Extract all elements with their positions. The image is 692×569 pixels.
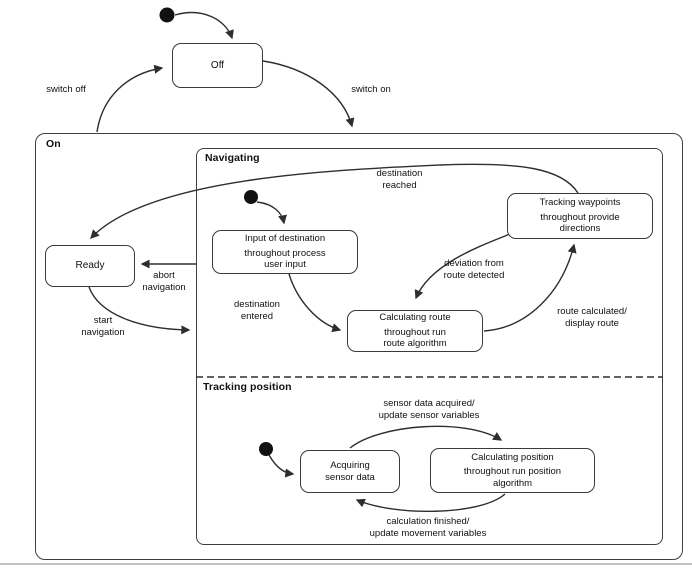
label-abort-navigation: abort navigation xyxy=(142,270,186,294)
composite-state-on xyxy=(35,133,683,560)
state-acquiring-sensor-data: Acquiring sensor data xyxy=(300,450,400,493)
label-destination-reached: destination reached xyxy=(376,168,423,192)
state-tracking-waypoints-name: Tracking waypoints xyxy=(539,197,621,209)
label-destination-entered: destination entered xyxy=(234,299,280,323)
page-bottom-rule xyxy=(0,563,692,565)
state-tracking-waypoints-activity: throughout provide directions xyxy=(540,211,620,235)
state-input-of-destination-name: Input of destination xyxy=(244,233,326,245)
label-deviation-from-route: deviation from route detected xyxy=(443,258,505,282)
initial-transition-to-off-arrow xyxy=(174,11,234,40)
label-sensor-data-acquired: sensor data acquired/ update sensor vari… xyxy=(378,398,480,422)
label-route-calculated: route calculated/ display route xyxy=(557,306,627,330)
initial-state-icon xyxy=(159,7,175,23)
state-calculating-position-activity: throughout run position algorithm xyxy=(463,466,562,489)
state-acquiring-sensor-data-name: Acquiring sensor data xyxy=(325,460,375,483)
state-calculating-route: Calculating route throughout run route a… xyxy=(347,310,483,352)
region-label-on: On xyxy=(46,138,61,150)
region-label-tracking-position: Tracking position xyxy=(203,381,292,393)
state-calculating-position: Calculating position throughout run posi… xyxy=(430,448,595,493)
state-calculating-route-name: Calculating route xyxy=(379,312,451,324)
switch-off-arrow xyxy=(96,64,164,133)
state-calculating-route-activity: throughout run route algorithm xyxy=(383,326,447,350)
label-calculation-finished: calculation finished/ update movement va… xyxy=(369,516,487,540)
label-switch-on: switch on xyxy=(351,84,391,95)
state-calculating-position-name: Calculating position xyxy=(471,451,554,463)
state-off-name: Off xyxy=(210,59,225,71)
state-ready-name: Ready xyxy=(75,260,105,271)
label-switch-off: switch off xyxy=(46,84,86,95)
state-input-of-destination: Input of destination throughout process … xyxy=(212,230,358,274)
state-tracking-waypoints: Tracking waypoints throughout provide di… xyxy=(507,193,653,239)
label-start-navigation: start navigation xyxy=(81,315,125,339)
state-ready: Ready xyxy=(45,245,135,287)
state-off: Off xyxy=(172,43,263,88)
state-input-of-destination-activity: throughout process user input xyxy=(244,247,326,271)
composite-state-navigating-tracking xyxy=(196,148,663,545)
region-label-navigating: Navigating xyxy=(205,152,260,164)
